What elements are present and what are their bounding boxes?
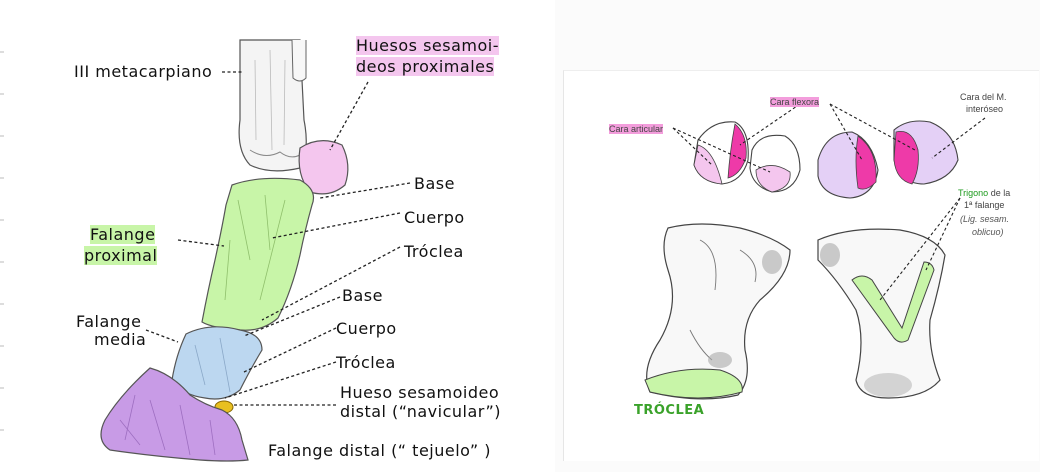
label-falange-proximal-line1: Falange <box>90 225 156 244</box>
label-lig-text1: (Lig. sesam. <box>960 214 1010 224</box>
label-troclea-proximal: Tróclea <box>404 242 464 261</box>
label-troclea-media: Tróclea <box>336 353 396 372</box>
label-sesamoideos-text1: Huesos sesamoi- <box>356 36 499 55</box>
label-base-proximal: Base <box>414 174 455 193</box>
label-sesamoideos-line2: deos proximales <box>356 57 495 76</box>
label-navicular-line1: Hueso sesamoideo <box>340 383 500 402</box>
distal-phalanx <box>100 367 249 462</box>
label-falange-media-line1: Falange <box>76 312 142 331</box>
label-cara-flexora-text: Cara flexora <box>770 97 820 107</box>
label-sesamoideos-text2: deos proximales <box>356 57 495 76</box>
label-cara-interoseo-line1: Cara del M. <box>960 92 1007 102</box>
label-falange-distal: Falange distal (“ tejuelo” ) <box>268 441 492 460</box>
proximal-phalanx <box>201 177 315 331</box>
label-cara-articular: Cara articular <box>609 124 664 135</box>
label-trigono-line2: 1ª falange <box>964 200 1005 210</box>
label-trigono-word: Trigono <box>958 188 989 198</box>
label-sesamoideos-line1: Huesos sesamoi- <box>356 36 499 55</box>
label-lig-text2: oblicuo) <box>972 227 1004 237</box>
label-falange-proximal-text1: Falange <box>90 225 156 244</box>
label-cara-articular-text: Cara articular <box>609 124 664 134</box>
label-cuerpo-proximal: Cuerpo <box>404 208 465 227</box>
label-falange-proximal-text2: proximal <box>84 246 158 265</box>
label-cara-interoseo-line2: interóseo <box>966 104 1004 114</box>
label-trigono-suffix: de la <box>988 188 1011 198</box>
left-leader-lines <box>145 71 411 406</box>
label-lig-line2: oblicuo) <box>972 227 1004 238</box>
label-cara-flexora: Cara flexora <box>770 97 820 108</box>
label-navicular-line2: distal (“navicular”) <box>340 402 502 421</box>
label-trigono-line1: Trigono de la <box>958 188 1010 199</box>
label-cuerpo-media: Cuerpo <box>336 319 397 338</box>
label-troclea-right: TRÓCLEA <box>634 403 705 418</box>
limb-bones-illustration <box>0 39 411 462</box>
label-falange-proximal-line2: proximal <box>84 246 158 265</box>
proximal-sesamoids <box>298 140 349 195</box>
label-falange-media-line2: media <box>94 330 147 349</box>
middle-phalanx <box>171 326 263 400</box>
label-lig-line1: (Lig. sesam. <box>960 214 1009 225</box>
label-iii-metacarpiano: III metacarpiano <box>74 62 213 81</box>
label-base-media: Base <box>342 286 383 305</box>
